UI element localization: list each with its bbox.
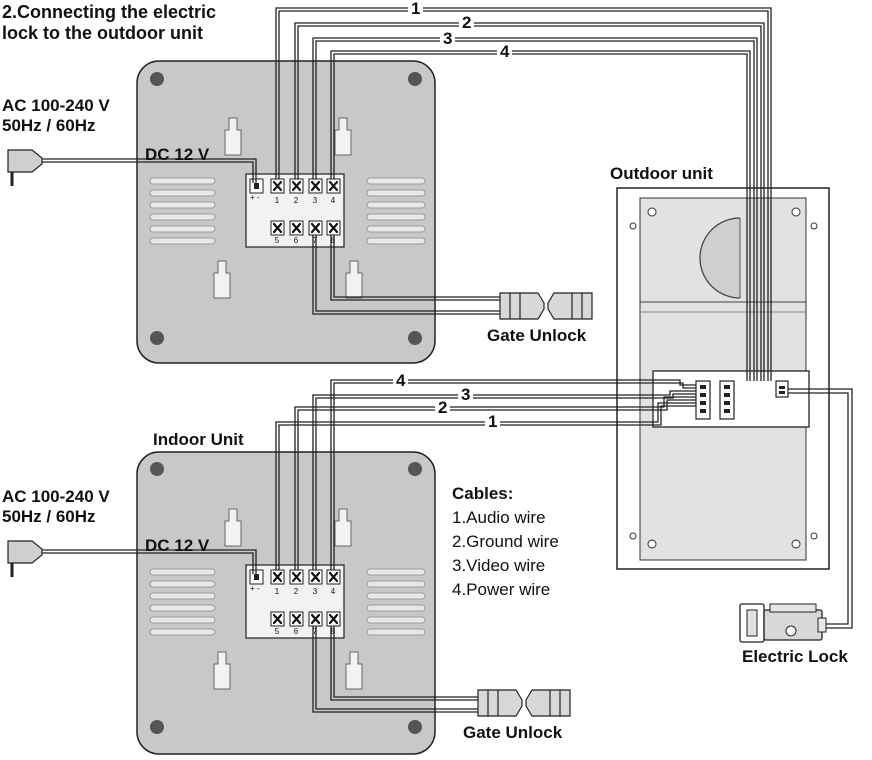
wire-number-bottom-1: 1 xyxy=(485,413,501,431)
mounting-hooks xyxy=(213,117,363,299)
wire-number-top-1: 1 xyxy=(408,0,424,18)
pin-bottom-7: 7 xyxy=(312,627,318,636)
dc-label-top: DC 12 V xyxy=(145,145,210,164)
wire-number-top-3: 3 xyxy=(440,30,456,48)
pin-top-4: 4 xyxy=(330,196,336,205)
lock-wires xyxy=(788,388,853,629)
power-spec-top-voltage: AC 100-240 V xyxy=(2,96,110,115)
pin-top-8: 8 xyxy=(330,236,336,245)
power-cords xyxy=(42,158,257,574)
pin-top-2: 2 xyxy=(293,196,299,205)
pin-top-7: 7 xyxy=(312,236,318,245)
pin-bottom-2: 2 xyxy=(293,587,299,596)
cables-title: Cables: xyxy=(452,484,514,503)
power-adapter-top-icon xyxy=(7,149,43,186)
title-line-1: 2.Connecting the electric xyxy=(2,2,217,22)
outdoor-unit-label: Outdoor unit xyxy=(610,164,713,183)
polarity-top: + - xyxy=(250,193,260,202)
gate-unlock-top-icon xyxy=(499,292,593,320)
diagram-title: 2.Connecting the electric lock to the ou… xyxy=(2,2,216,43)
cable-power: 4.Power wire xyxy=(452,580,551,599)
power-adapter-bottom-icon xyxy=(7,540,43,577)
wire-number-bottom-4: 4 xyxy=(393,372,409,390)
wires-top xyxy=(275,7,772,381)
pin-bottom-8: 8 xyxy=(330,627,336,636)
power-spec-top: AC 100-240 V 50Hz / 60Hz xyxy=(2,96,110,135)
wires-bottom xyxy=(275,379,696,570)
mounting-hooks xyxy=(213,508,363,690)
electric-lock-label: Electric Lock xyxy=(742,647,848,666)
indoor-unit-label: Indoor Unit xyxy=(153,430,244,449)
power-spec-bottom: AC 100-240 V 50Hz / 60Hz xyxy=(2,487,110,526)
electric-lock-icon xyxy=(739,603,827,643)
vent-slots-right xyxy=(366,177,426,245)
pin-bottom-4: 4 xyxy=(330,587,336,596)
vent-slots-left xyxy=(149,568,216,636)
pin-bottom-3: 3 xyxy=(312,587,318,596)
gate-unlock-bottom-icon xyxy=(477,689,571,717)
indoor-unit-bottom xyxy=(136,451,436,755)
pin-top-1: 1 xyxy=(274,196,280,205)
pin-top-5: 5 xyxy=(274,236,280,245)
power-spec-top-frequency: 50Hz / 60Hz xyxy=(2,115,96,135)
cable-video: 3.Video wire xyxy=(452,556,546,575)
terminal-block-bottom xyxy=(245,564,345,639)
pin-bottom-5: 5 xyxy=(274,627,280,636)
vent-slots-right xyxy=(366,568,426,636)
wire-number-top-4: 4 xyxy=(497,43,513,61)
wire-number-bottom-2: 2 xyxy=(435,399,451,417)
dc-label-bottom: DC 12 V xyxy=(145,536,210,555)
power-spec-bottom-voltage: AC 100-240 V xyxy=(2,487,110,506)
gate-unlock-bottom-label: Gate Unlock xyxy=(463,723,563,742)
outdoor-unit xyxy=(616,187,830,570)
pin-bottom-1: 1 xyxy=(274,587,280,596)
cable-audio: 1.Audio wire xyxy=(452,508,546,527)
cable-ground: 2.Ground wire xyxy=(452,532,559,551)
pin-bottom-6: 6 xyxy=(293,627,299,636)
polarity-bottom: + - xyxy=(250,584,260,593)
gate-unlock-top-label: Gate Unlock xyxy=(487,326,587,345)
cables-legend: Cables: 1.Audio wire 2.Ground wire 3.Vid… xyxy=(452,482,559,602)
wire-number-top-2: 2 xyxy=(459,14,475,32)
indoor-unit-top xyxy=(136,60,436,364)
vent-slots-left xyxy=(149,177,216,245)
wire-number-bottom-3: 3 xyxy=(458,386,474,404)
pin-top-3: 3 xyxy=(312,196,318,205)
title-line-2: lock to the outdoor unit xyxy=(2,22,203,43)
pin-top-6: 6 xyxy=(293,236,299,245)
gate-unlock-wires xyxy=(312,235,500,713)
terminal-block-top xyxy=(245,173,345,248)
power-spec-bottom-frequency: 50Hz / 60Hz xyxy=(2,506,96,526)
